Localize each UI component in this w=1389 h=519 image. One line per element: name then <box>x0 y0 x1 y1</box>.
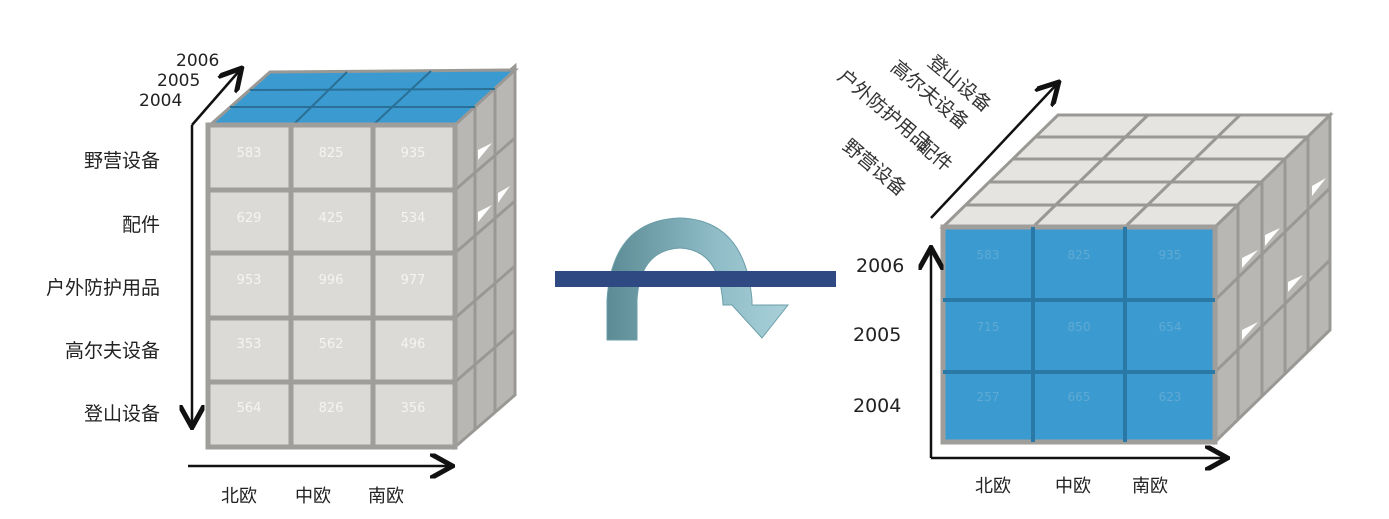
cell-value: 623 <box>1158 390 1182 404</box>
left-axes <box>188 70 450 466</box>
cell-value: 629 <box>236 211 262 226</box>
cell-value: 850 <box>1067 320 1091 334</box>
col-label-central-europe: 中欧 <box>295 486 331 507</box>
right-row-label-2006: 2006 <box>856 255 905 277</box>
cell-value: 825 <box>1067 248 1091 262</box>
left-cube-side-face <box>453 62 517 451</box>
right-cube-front-face <box>940 224 1218 445</box>
divider-bar <box>555 271 836 287</box>
cell-value: 583 <box>976 248 1000 262</box>
cell-value: 996 <box>318 273 344 288</box>
row-label-camping: 野营设备 <box>83 150 160 172</box>
cell-value: 583 <box>236 146 262 161</box>
left-cube <box>205 62 519 451</box>
cell-value: 935 <box>400 146 426 161</box>
right-col-label-south-europe: 南欧 <box>1132 476 1168 497</box>
cell-value: 654 <box>1158 320 1182 334</box>
row-label-mountaineering: 登山设备 <box>83 403 160 425</box>
cell-value: 356 <box>400 401 426 416</box>
cell-value: 496 <box>400 337 426 352</box>
cell-value: 953 <box>236 273 262 288</box>
cell-value: 825 <box>318 146 344 161</box>
cell-value: 534 <box>400 211 426 226</box>
cell-value: 935 <box>1158 248 1182 262</box>
col-label-south-europe: 南欧 <box>368 486 404 507</box>
cell-value: 353 <box>236 337 262 352</box>
right-row-label-2004: 2004 <box>853 395 902 417</box>
year-label-2006: 2006 <box>176 51 220 71</box>
left-cube-front-face <box>205 122 458 450</box>
year-label-2005: 2005 <box>157 71 201 91</box>
rotation-symbol <box>555 217 836 341</box>
cell-value: 564 <box>236 401 262 416</box>
cell-value: 665 <box>1067 390 1091 404</box>
cell-value: 257 <box>976 390 1000 404</box>
row-label-golf: 高尔夫设备 <box>64 340 160 362</box>
col-label-north-europe: 北欧 <box>221 486 257 507</box>
right-row-label-2005: 2005 <box>853 324 902 346</box>
cell-value: 425 <box>318 211 344 226</box>
cell-value: 715 <box>976 320 1000 334</box>
row-label-outdoor-protection: 户外防护用品 <box>45 277 160 299</box>
right-cube <box>939 111 1334 446</box>
right-axes <box>931 84 1225 458</box>
cell-value: 562 <box>318 337 344 352</box>
year-label-2004: 2004 <box>139 91 183 111</box>
right-col-label-central-europe: 中欧 <box>1055 476 1091 497</box>
cell-value: 826 <box>318 401 344 416</box>
cell-value: 977 <box>400 273 426 288</box>
row-label-accessories: 配件 <box>121 214 160 236</box>
right-col-label-north-europe: 北欧 <box>975 476 1011 497</box>
